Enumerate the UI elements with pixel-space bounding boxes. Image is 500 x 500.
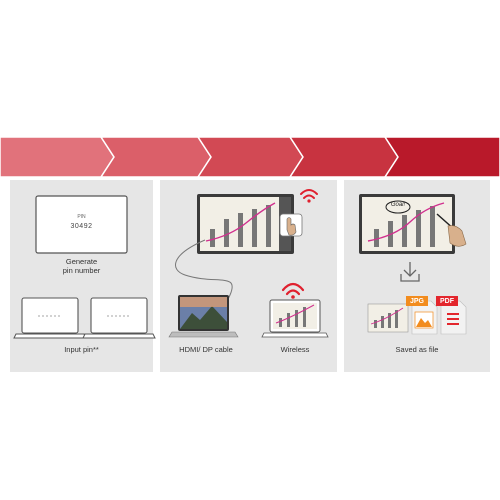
step-arrow-5	[383, 136, 500, 178]
client-laptop-left	[13, 297, 87, 339]
chart-bars	[210, 205, 271, 247]
laptop-wireless	[261, 299, 329, 338]
annotation-text: Goal!	[390, 202, 406, 208]
pin-label: PIN	[77, 214, 86, 220]
touch-hand-icon	[279, 213, 303, 237]
input-pin-caption: Input pin**	[64, 345, 99, 354]
jpg-file-icon	[406, 296, 438, 335]
pin-value: 30492	[70, 223, 93, 230]
annotated-display	[359, 194, 455, 254]
hdmi-caption: HDMI/ DP cable	[179, 345, 233, 354]
pdf-file-icon	[436, 296, 467, 335]
shared-display	[197, 194, 294, 254]
wireless-caption: Wireless	[280, 345, 310, 354]
saved-screen-thumbnail	[367, 303, 409, 333]
wireless-icon-laptop	[281, 282, 305, 299]
saved-as-file-caption: Saved as file	[395, 345, 439, 354]
client-laptop-right	[82, 297, 156, 339]
download-icon	[400, 262, 420, 282]
pdf-label: PDF	[440, 298, 454, 305]
wireless-icon-display	[300, 189, 318, 203]
laptop-hdmi	[168, 295, 239, 338]
pen-hand-icon	[436, 213, 467, 247]
idb-display	[35, 195, 128, 254]
jpg-label: JPG	[409, 298, 424, 305]
